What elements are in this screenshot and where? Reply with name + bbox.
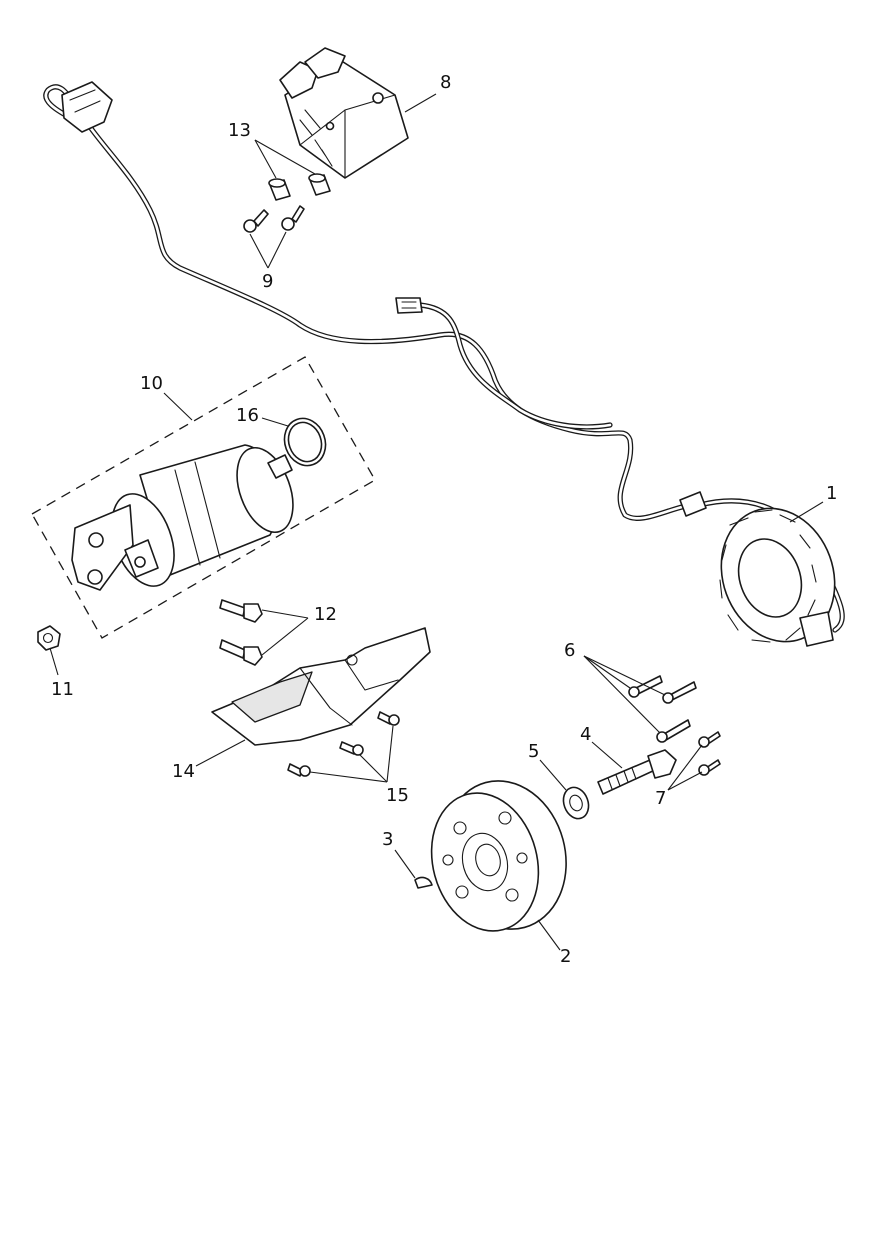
callout-labels: 1 2 3 4 5 6 7 8 9 10 11 12 13 14 15 16 xyxy=(51,72,837,967)
callout-12: 12 xyxy=(314,604,337,625)
bolt-12 xyxy=(219,599,263,666)
screw-15 xyxy=(287,711,400,777)
callout-1: 1 xyxy=(826,483,837,504)
o-ring-16 xyxy=(283,417,327,467)
callout-13: 13 xyxy=(228,120,251,141)
screw-7 xyxy=(698,731,721,776)
rotor-2 xyxy=(430,780,567,932)
callout-15: 15 xyxy=(386,785,409,806)
callout-11: 11 xyxy=(51,679,74,700)
washer-5 xyxy=(562,786,590,820)
nut-11 xyxy=(37,625,61,651)
cover-14 xyxy=(211,627,431,746)
callout-14: 14 xyxy=(172,761,195,782)
regulator-rectifier xyxy=(279,47,409,179)
callout-7: 7 xyxy=(655,788,666,809)
callout-9: 9 xyxy=(262,271,273,292)
starter-motor-assembly xyxy=(31,356,376,639)
bolt-6 xyxy=(628,675,697,743)
screw-9 xyxy=(243,205,305,233)
callout-4: 4 xyxy=(580,724,591,745)
leader-lines xyxy=(49,93,824,951)
callout-2: 2 xyxy=(560,946,571,967)
callout-8: 8 xyxy=(440,72,451,93)
collar-13 xyxy=(268,173,331,201)
bolt-4 xyxy=(597,749,677,795)
callout-10: 10 xyxy=(140,373,163,394)
callout-3: 3 xyxy=(382,829,393,850)
callout-16: 16 xyxy=(236,405,259,426)
stator-1 xyxy=(719,507,836,647)
woodruff-key-3 xyxy=(414,876,433,889)
callout-5: 5 xyxy=(528,741,539,762)
callout-6: 6 xyxy=(564,640,575,661)
